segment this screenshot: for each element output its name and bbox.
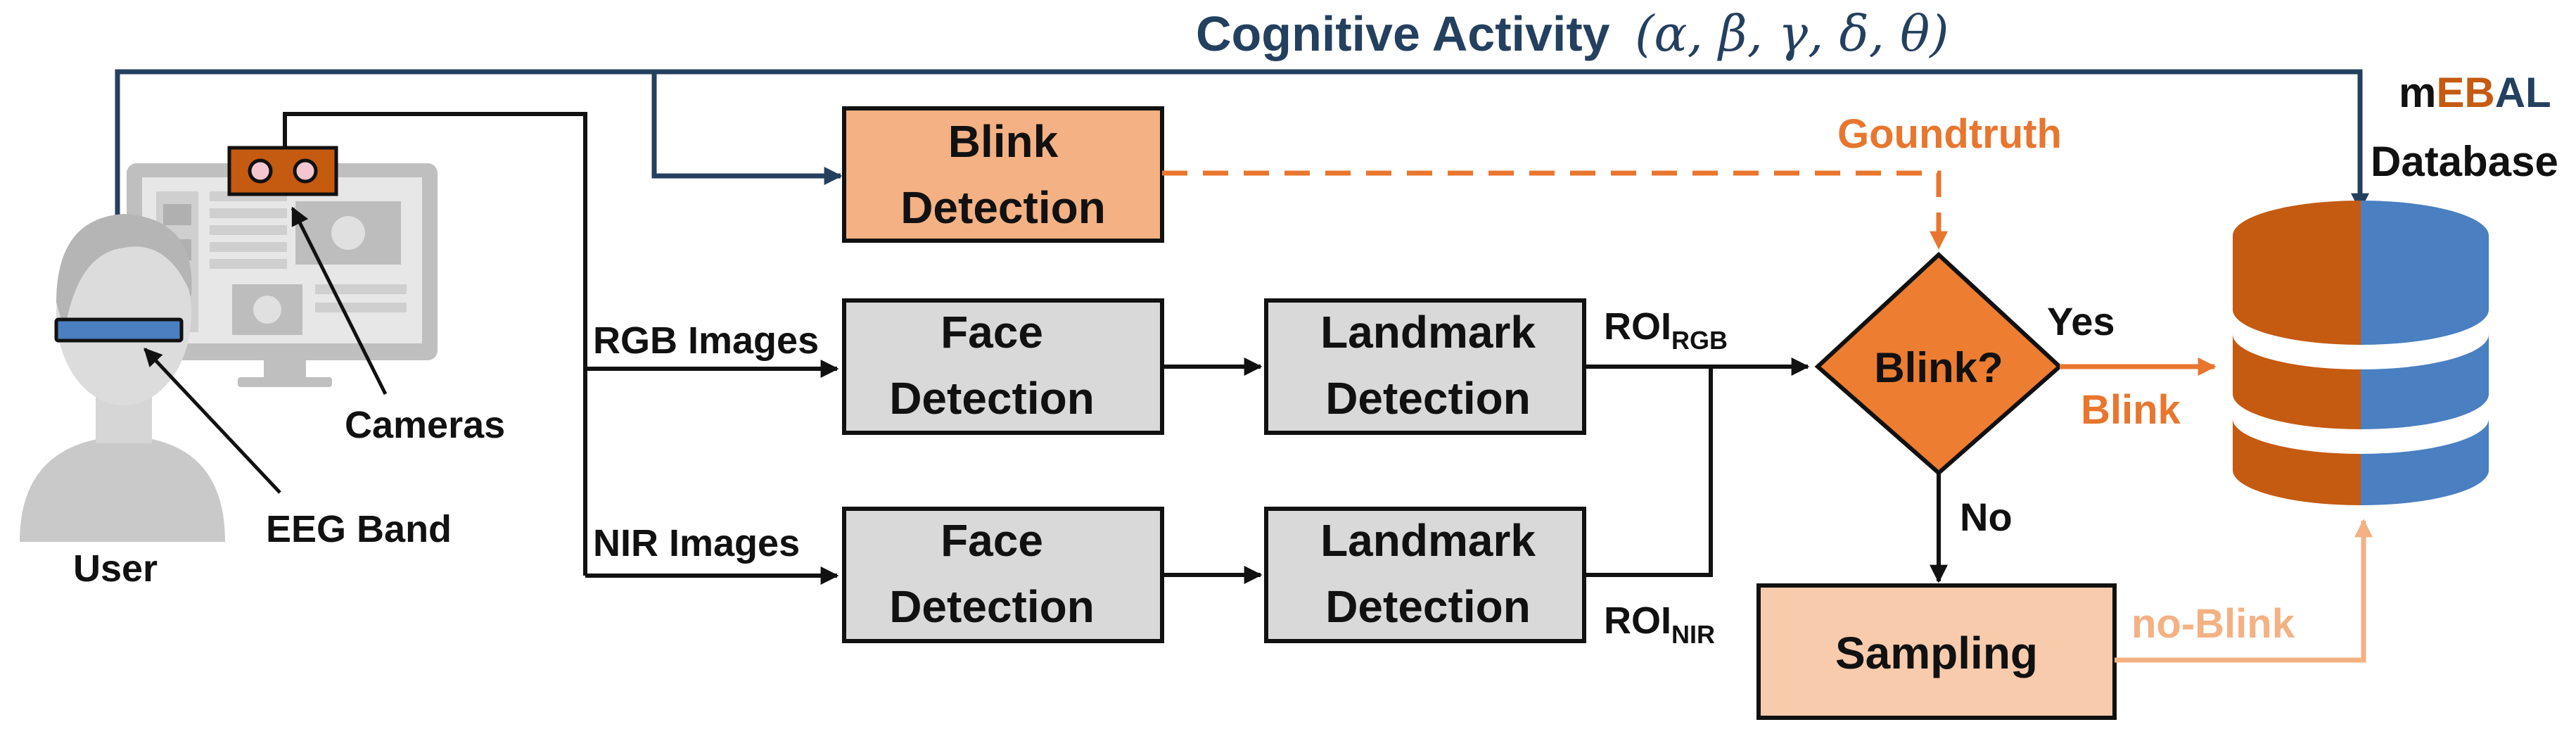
blink-detection-line2: Detection <box>900 182 1106 233</box>
landmark-detection-rgb-line1: Landmark <box>1320 307 1536 357</box>
processing-connectors <box>1162 357 1948 584</box>
rgb-images-label: RGB Images <box>593 319 819 362</box>
blink-detection-line1: Blink <box>948 116 1059 167</box>
landmark-detection-rgb-box <box>1264 298 1586 435</box>
blink-detection-box <box>842 106 1164 243</box>
eeg-signal-lines <box>115 69 2369 243</box>
landmark-detection-nir-line2: Detection <box>1325 581 1531 632</box>
camera-icon <box>227 146 338 196</box>
face-detection-nir-line1: Face <box>941 515 1043 566</box>
blink-output-label: Blink <box>2081 387 2181 433</box>
cameras-label: Cameras <box>345 404 505 446</box>
cognitive-activity-title: Cognitive Activity (α, β, γ, δ, θ) <box>1196 5 1949 63</box>
roi-nir-label: ROINIR <box>1604 600 1715 649</box>
face-detection-nir-line2: Detection <box>889 581 1095 632</box>
sampling-label: Sampling <box>1835 628 2038 678</box>
yes-label: Yes <box>2047 299 2115 343</box>
nir-images-label: NIR Images <box>593 522 800 564</box>
camera-feed-lines <box>283 112 839 585</box>
landmark-detection-rgb-line2: Detection <box>1325 373 1531 424</box>
noblink-output-arrow <box>2115 519 2373 663</box>
landmark-detection-nir-box <box>1264 507 1586 643</box>
landmark-detection-nir-line1: Landmark <box>1320 515 1536 566</box>
no-label: No <box>1960 495 2013 539</box>
roi-rgb-label: ROIRGB <box>1604 305 1728 355</box>
cameras-pointer <box>291 206 388 395</box>
sampling-box <box>1756 583 2117 720</box>
greek-bands: (α, β, γ, δ, θ) <box>1635 5 1949 63</box>
face-detection-nir-box <box>842 507 1164 643</box>
blink-decision-label: Blink? <box>1874 344 2003 391</box>
groundtruth-line <box>1162 170 1948 250</box>
face-detection-rgb-line1: Face <box>941 307 1043 357</box>
blink-decision-diamond <box>1814 251 2063 476</box>
database-label: Database <box>2371 138 2558 185</box>
eeg-pointer <box>144 348 281 494</box>
eeg-band-label: EEG Band <box>266 508 452 550</box>
groundtruth-label: Goundtruth <box>1837 111 2062 157</box>
face-detection-rgb-box <box>842 298 1164 435</box>
face-detection-rgb-line2: Detection <box>889 373 1095 424</box>
noblink-output-label: no-Blink <box>2131 601 2295 647</box>
mebal-label: mEBAL <box>2399 69 2551 116</box>
user-label: User <box>73 547 158 590</box>
database-icon <box>2233 201 2489 505</box>
